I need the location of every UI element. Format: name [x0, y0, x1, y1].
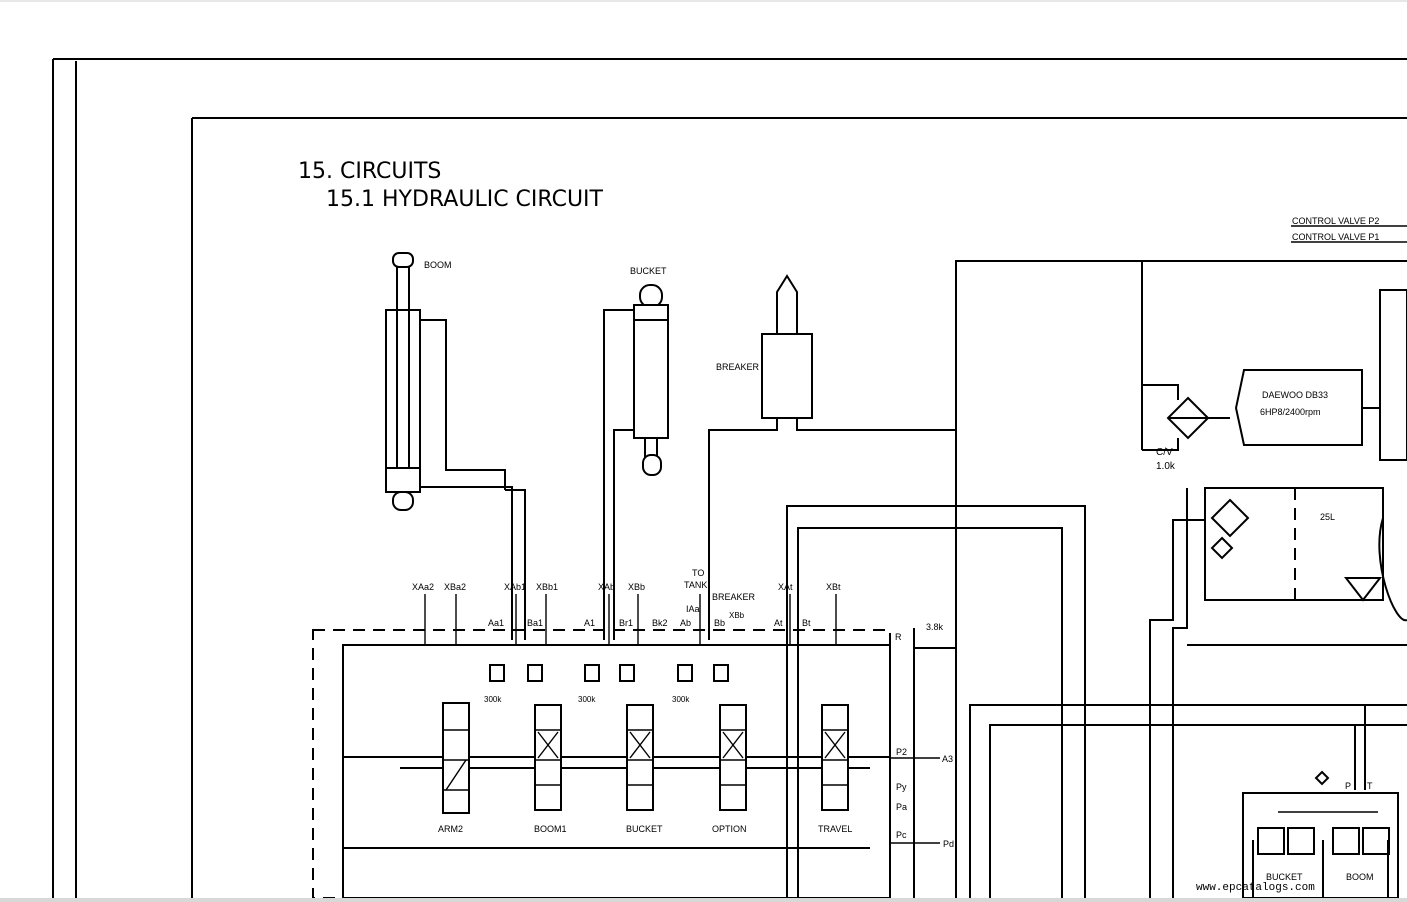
section-bucket: BUCKET: [626, 824, 663, 834]
drawing-border: [52, 58, 1407, 898]
port-br1: Br1: [619, 618, 633, 628]
section-boom1: BOOM1: [534, 824, 567, 834]
spool-bucket: [626, 704, 654, 811]
boom-cylinder-label: BOOM: [424, 260, 452, 270]
section-arm2: ARM2: [438, 824, 463, 834]
relief-setting-2: 300k: [578, 695, 596, 704]
port-pa: Pa: [896, 802, 907, 812]
boom-cylinder: [385, 252, 526, 640]
port-xbt: XBt: [826, 582, 841, 592]
port-bb: Bb: [714, 618, 725, 628]
check-valve-label: C/V: [1156, 447, 1173, 458]
port-tank: TANK: [684, 580, 707, 590]
port-at: At: [774, 618, 783, 628]
remote-control-valve: [1242, 770, 1399, 898]
port-bt: Bt: [802, 618, 811, 628]
port-xab: XAb: [598, 582, 615, 592]
port-lines: [424, 594, 940, 844]
port-ba1: Ba1: [527, 618, 543, 628]
port-xat: XAt: [778, 582, 793, 592]
spool-travel: [821, 704, 849, 811]
port-breaker: BREAKER: [712, 592, 756, 602]
section-title: 15.1 HYDRAULIC CIRCUIT: [326, 187, 604, 212]
watermark: www.epcatalogs.com: [1196, 882, 1315, 894]
spool-arm2: [442, 702, 470, 814]
tank-capacity: 25L: [1320, 512, 1335, 522]
port-a1: A1: [584, 618, 595, 628]
main-lines: [786, 225, 1407, 898]
port-pc: Pc: [896, 830, 907, 840]
port-pd: Pd: [943, 839, 954, 849]
port-xbb-sub: XBb: [729, 611, 745, 620]
breaker-label: BREAKER: [716, 362, 760, 372]
rcv-boom-label: BOOM: [1346, 872, 1374, 882]
spool-option: [719, 704, 747, 811]
relief-setting-1: 300k: [484, 695, 502, 704]
port-xab1: XAb1: [504, 582, 526, 592]
port-xba2: XBa2: [444, 582, 466, 592]
port-aa1: Aa1: [488, 618, 504, 628]
bottom-scrollbar-strip: [0, 898, 1407, 902]
rcv-bucket-label: BUCKET: [1266, 872, 1303, 882]
port-iaa: IAa: [686, 604, 700, 614]
engine-block: [1234, 289, 1407, 461]
port-ab: Ab: [680, 618, 691, 628]
section-travel: TRAVEL: [818, 824, 852, 834]
bucket-cylinder: [603, 284, 669, 640]
port-xbb1: XBb1: [536, 582, 558, 592]
relief-setting-3: 300k: [672, 695, 690, 704]
check-valve-pressure: 1.0k: [1156, 461, 1176, 472]
port-xaa2: XAa2: [412, 582, 434, 592]
control-valve-p2-label: CONTROL VALVE P2: [1292, 216, 1379, 226]
port-to: TO: [692, 568, 704, 578]
page-title: 15. CIRCUITS: [298, 159, 441, 184]
breaker-unit: [708, 274, 956, 640]
port-bk2: Bk2: [652, 618, 668, 628]
port-t: T: [1367, 781, 1373, 791]
spool-boom1: [534, 704, 562, 811]
port-py: Py: [896, 782, 907, 792]
port-xbb: XBb: [628, 582, 645, 592]
section-option: OPTION: [712, 824, 747, 834]
control-valve-p1-label: CONTROL VALVE P1: [1292, 232, 1379, 242]
engine-power-label: 6HP8/2400rpm: [1260, 407, 1321, 417]
relief-setting: 3.8k: [926, 622, 944, 632]
port-p2: P2: [896, 747, 907, 757]
bucket-cylinder-label: BUCKET: [630, 266, 667, 276]
relief-valves: [489, 664, 729, 682]
port-p: P: [1345, 781, 1351, 791]
port-r: R: [895, 632, 902, 642]
port-a3: A3: [942, 754, 953, 764]
tank: [1204, 487, 1407, 622]
engine-model-label: DAEWOO DB33: [1262, 390, 1328, 400]
control-valve-block: [312, 629, 891, 898]
